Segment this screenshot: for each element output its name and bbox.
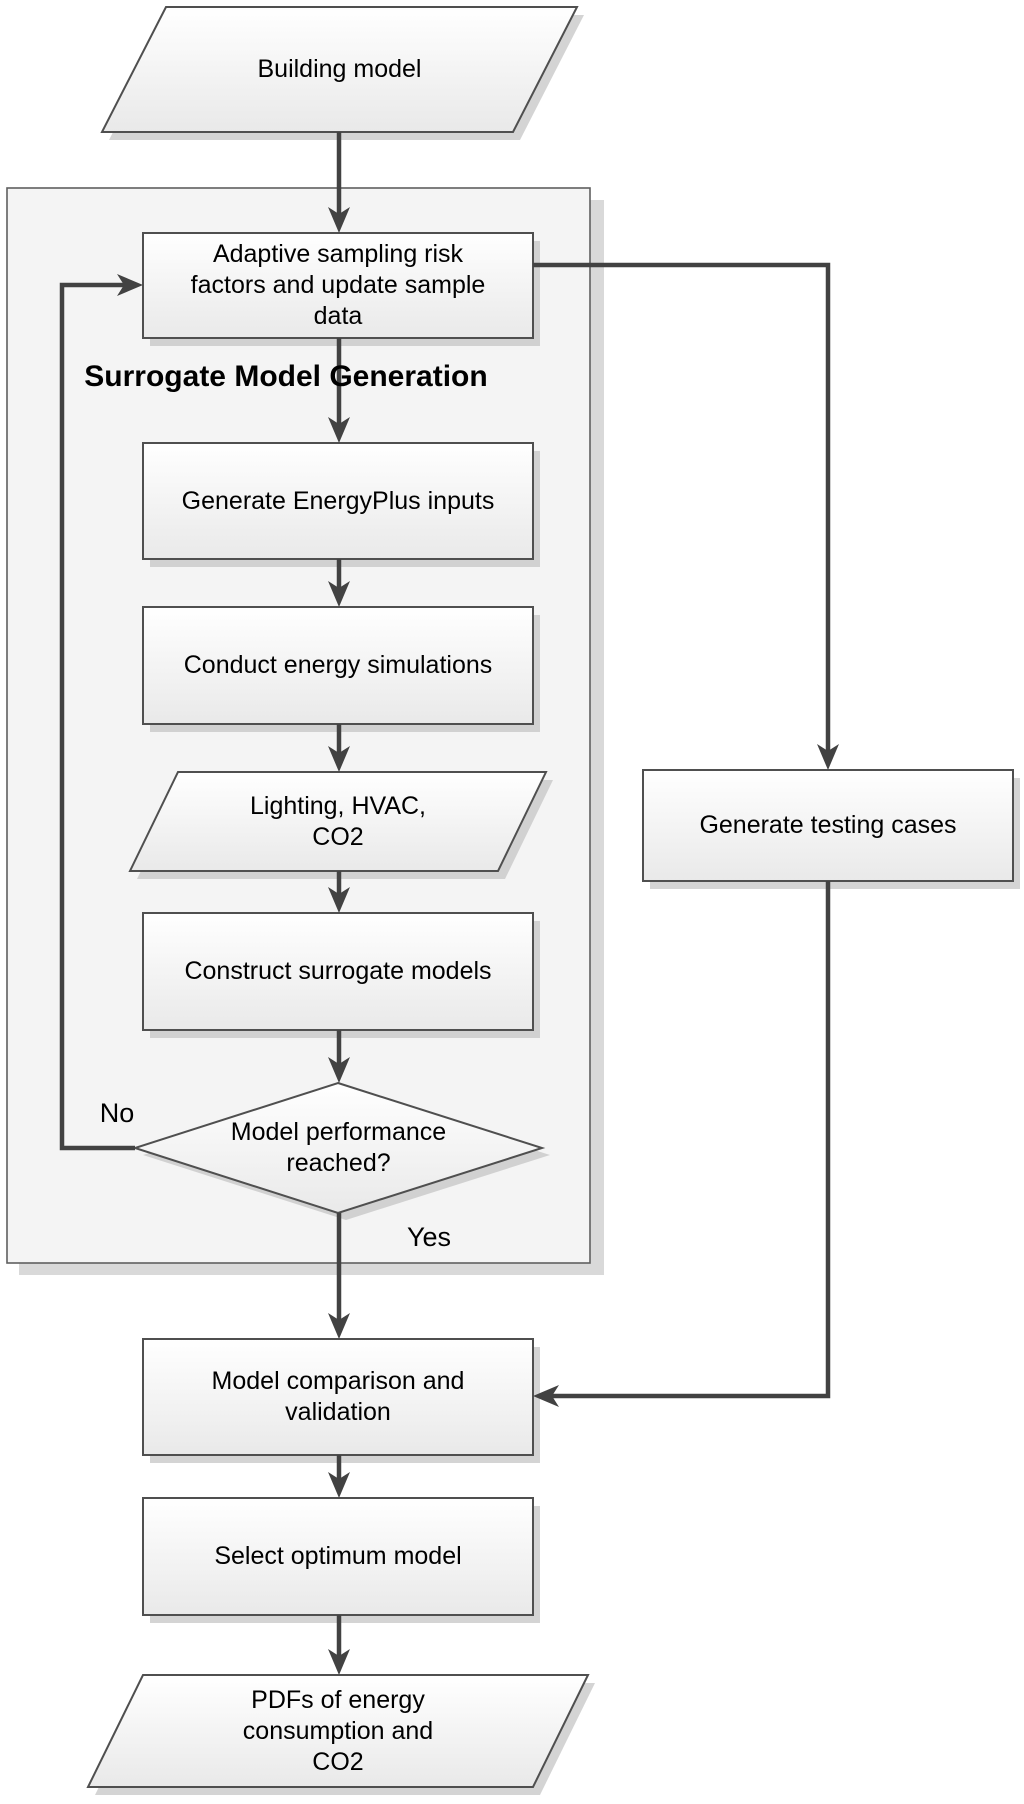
surrogate-container-title: Surrogate Model Generation	[36, 356, 536, 398]
generate-testing-cases-label: Generate testing cases	[699, 811, 957, 839]
building-model-label: Building model	[257, 55, 422, 83]
building-model-node: Building model	[102, 7, 577, 132]
edge-adaptive-to-testing	[533, 262, 831, 752]
lighting-hvac-co2-shape	[128, 771, 548, 872]
adaptive-sampling-node: Adaptive sampling risk factors and updat…	[143, 233, 533, 338]
arrowhead	[817, 744, 839, 770]
select-optimum-model-label: Select optimum model	[214, 1542, 462, 1570]
model-comparison-validation-shape	[142, 1338, 534, 1456]
arrowhead	[328, 581, 350, 607]
arrowhead	[328, 417, 350, 443]
lighting-hvac-co2-label: Lighting, HVAC, CO2	[249, 791, 426, 851]
model-performance-decision-node: Model performance reached?	[135, 1083, 542, 1213]
model-performance-decision-label: Model performance reached?	[230, 1118, 447, 1177]
surrogate-container-title-label: Surrogate Model Generation	[84, 360, 488, 394]
generate-testing-cases-node: Generate testing cases	[643, 770, 1013, 881]
generate-energyplus-inputs-label: Generate EnergyPlus inputs	[181, 486, 495, 515]
model-comparison-validation-label: Model comparison and validation	[211, 1367, 465, 1426]
conduct-energy-simulations-label: Conduct energy simulations	[183, 651, 493, 679]
arrowhead	[533, 1385, 559, 1407]
conduct-energy-simulations-node: Conduct energy simulations	[143, 607, 533, 724]
arrowhead	[328, 887, 350, 913]
arrowhead	[328, 207, 350, 233]
construct-surrogate-models-node: Construct surrogate models	[143, 913, 533, 1030]
arrowhead	[328, 746, 350, 772]
no-label-text: No	[99, 1098, 135, 1129]
arrowhead	[117, 274, 143, 296]
yes-label-text: Yes	[406, 1222, 452, 1253]
arrowhead	[328, 1472, 350, 1498]
arrowhead	[328, 1313, 350, 1339]
generate-energyplus-inputs-node: Generate EnergyPlus inputs	[143, 443, 533, 559]
pdfs-output-label: PDFs of energy consumption and CO2	[242, 1685, 434, 1776]
adaptive-sampling-shape	[142, 232, 534, 339]
no-edge-label: No	[88, 1094, 146, 1134]
model-comparison-validation-node: Model comparison and validation	[143, 1339, 533, 1455]
construct-surrogate-models-shape	[142, 912, 534, 1031]
lighting-hvac-co2-node: Lighting, HVAC, CO2	[130, 772, 546, 871]
pdfs-output-shape	[86, 1674, 590, 1788]
pdfs-output-node: PDFs of energy consumption and CO2	[88, 1675, 588, 1787]
edge-testing-to-comparison	[551, 881, 831, 1399]
arrowhead	[328, 1649, 350, 1675]
edge-no-loop	[59, 282, 135, 1151]
select-optimum-model-node: Select optimum model	[143, 1498, 533, 1615]
generate-testing-cases-shape	[642, 769, 1014, 882]
building-model-shape	[100, 6, 579, 133]
construct-surrogate-models-label: Construct surrogate models	[184, 957, 492, 985]
adaptive-sampling-label: Adaptive sampling risk factors and updat…	[190, 240, 486, 330]
arrowhead	[328, 1057, 350, 1083]
yes-edge-label: Yes	[396, 1218, 462, 1258]
